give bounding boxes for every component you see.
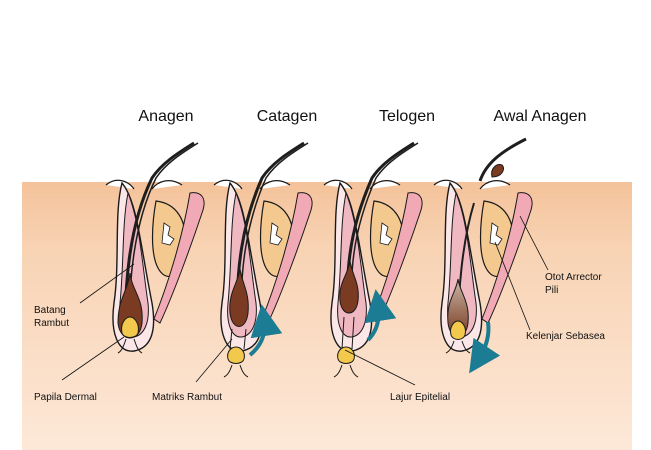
curved-up-arrow-icon-catagen bbox=[248, 304, 283, 357]
label-dermal-papilla: Papila Dermal bbox=[34, 392, 97, 403]
label-arrector-line1: Otot Arrector bbox=[545, 272, 602, 283]
curved-down-arrow-icon-early-anagen bbox=[469, 321, 501, 374]
label-hair-shaft-line2: Rambut bbox=[34, 318, 69, 329]
label-hair-matrix: Matriks Rambut bbox=[152, 392, 222, 403]
label-arrector-line2: Pili bbox=[545, 285, 558, 296]
title-catagen: Catagen bbox=[257, 108, 318, 125]
follicle-telogen bbox=[323, 141, 423, 378]
label-hair-shaft-line1: Batang bbox=[34, 305, 66, 316]
leader-lines bbox=[61, 215, 549, 386]
follicle-anagen bbox=[105, 141, 205, 354]
title-telogen: Telogen bbox=[379, 108, 435, 125]
follicle-catagen bbox=[213, 141, 313, 378]
label-epithelial-strand: Lajur Epitelial bbox=[390, 392, 450, 403]
title-early-anagen: Awal Anagen bbox=[493, 108, 586, 125]
title-anagen: Anagen bbox=[138, 108, 193, 125]
curved-up-arrow-icon-telogen bbox=[364, 289, 397, 342]
follicle-early-anagen bbox=[433, 137, 533, 354]
label-sebaceous-gland: Kelenjar Sebasea bbox=[526, 331, 605, 342]
